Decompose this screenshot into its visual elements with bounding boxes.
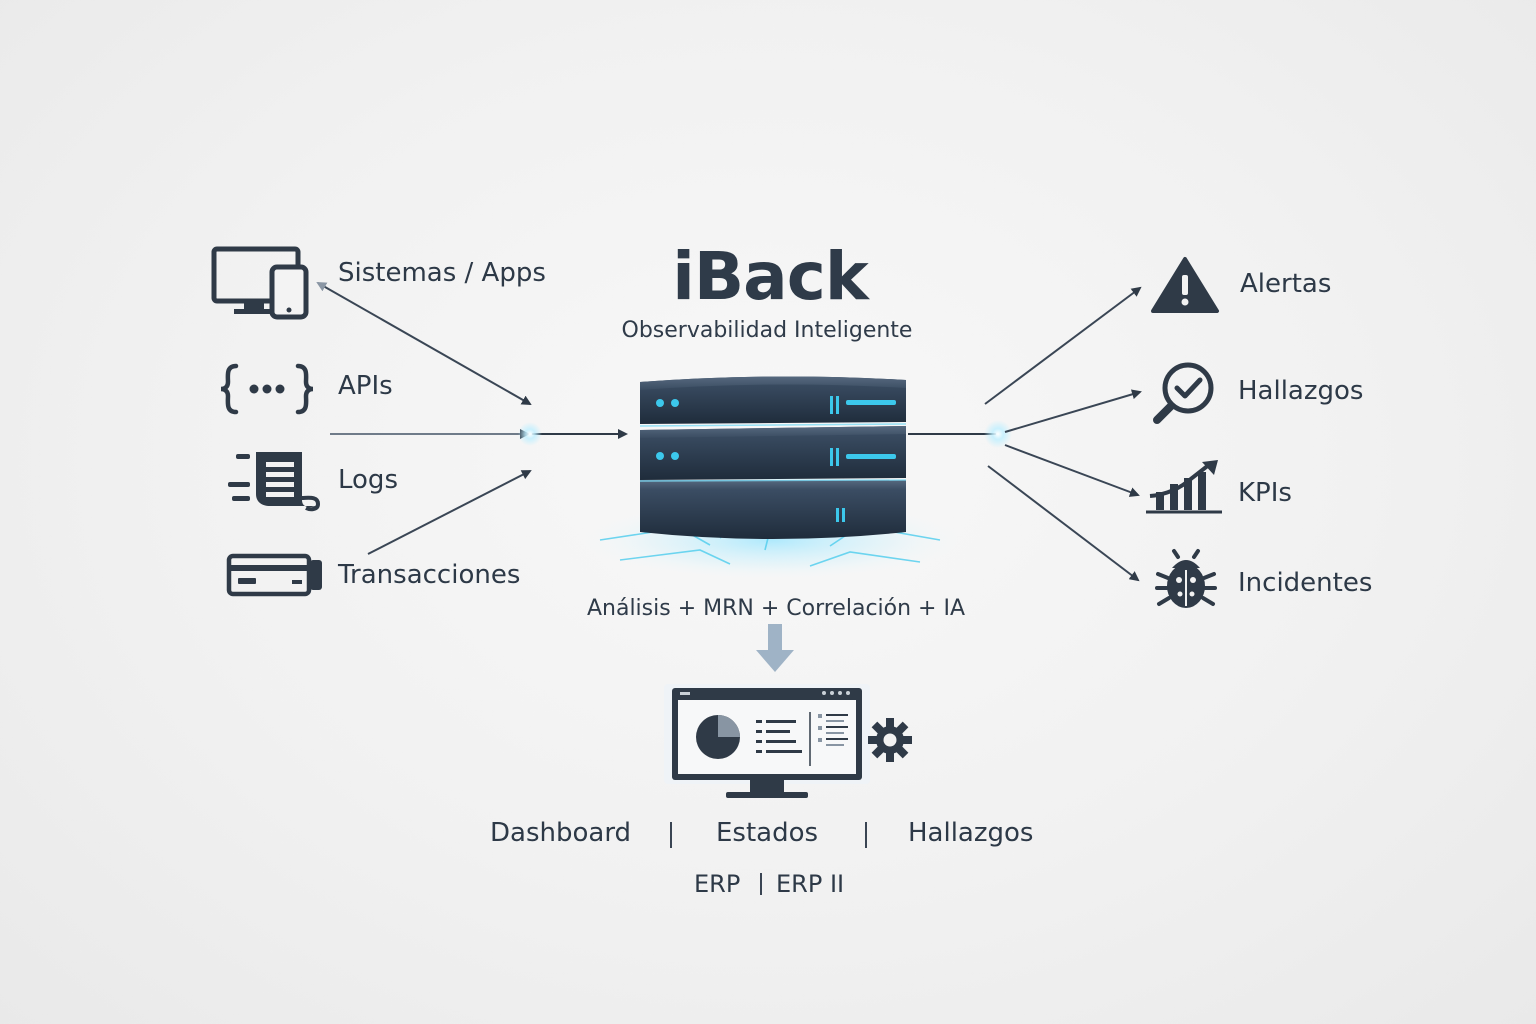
- separator: [760, 873, 762, 895]
- output-incidentes: Incidentes: [1154, 548, 1414, 614]
- connector-transacciones: [367, 470, 532, 555]
- output-label: Incidentes: [1238, 568, 1373, 598]
- warning-icon: [1151, 257, 1219, 313]
- magnifier-check-icon: [1153, 362, 1214, 424]
- separator: [865, 822, 867, 848]
- engine-caption: Análisis + MRN + Correlación + IA: [586, 596, 966, 621]
- output-label: Alertas: [1240, 269, 1332, 299]
- connector-incidentes: [987, 465, 1140, 582]
- source-label: Logs: [338, 465, 398, 495]
- connector-sistemas: [316, 282, 532, 405]
- gear-icon: [868, 718, 912, 762]
- output-alertas: Alertas: [1150, 255, 1410, 315]
- connector-alertas: [984, 286, 1142, 405]
- server-stack-icon: [572, 376, 972, 580]
- devices-icon: [211, 246, 309, 320]
- output-kpis: KPIs: [1144, 456, 1384, 516]
- app-subtitle: Observabilidad Inteligente: [621, 318, 913, 343]
- source-label: Sistemas / Apps: [338, 258, 546, 288]
- source-logs: Logs: [226, 448, 526, 514]
- down-arrow-icon: [756, 624, 794, 672]
- bottom-item-estados: Estados: [716, 818, 819, 848]
- bottom-item-dashboard: Dashboard: [490, 818, 632, 848]
- source-apis: APIs: [218, 360, 518, 418]
- output-label: KPIs: [1238, 478, 1292, 508]
- connector-kpis: [1004, 444, 1140, 497]
- credit-card-icon: [226, 553, 322, 597]
- source-label: Transacciones: [338, 560, 521, 590]
- code-braces-icon: [220, 363, 314, 415]
- bug-icon: [1155, 549, 1217, 608]
- app-title: iBack: [672, 238, 868, 315]
- source-transacciones: Transacciones: [226, 550, 546, 600]
- separator: [670, 822, 672, 848]
- erp-label: ERP: [694, 870, 741, 898]
- output-hallazgos: Hallazgos: [1152, 360, 1412, 426]
- source-sistemas: Sistemas / Apps: [210, 245, 570, 321]
- output-label: Hallazgos: [1238, 376, 1364, 406]
- bottom-item-hallazgos: Hallazgos: [908, 818, 1034, 848]
- dashboard-monitor-icon: [664, 684, 912, 798]
- log-document-icon: [228, 452, 321, 512]
- erp2-label: ERP II: [776, 870, 845, 898]
- growth-chart-icon: [1146, 460, 1222, 514]
- connector-hallazgos: [1004, 389, 1142, 433]
- source-label: APIs: [338, 371, 393, 401]
